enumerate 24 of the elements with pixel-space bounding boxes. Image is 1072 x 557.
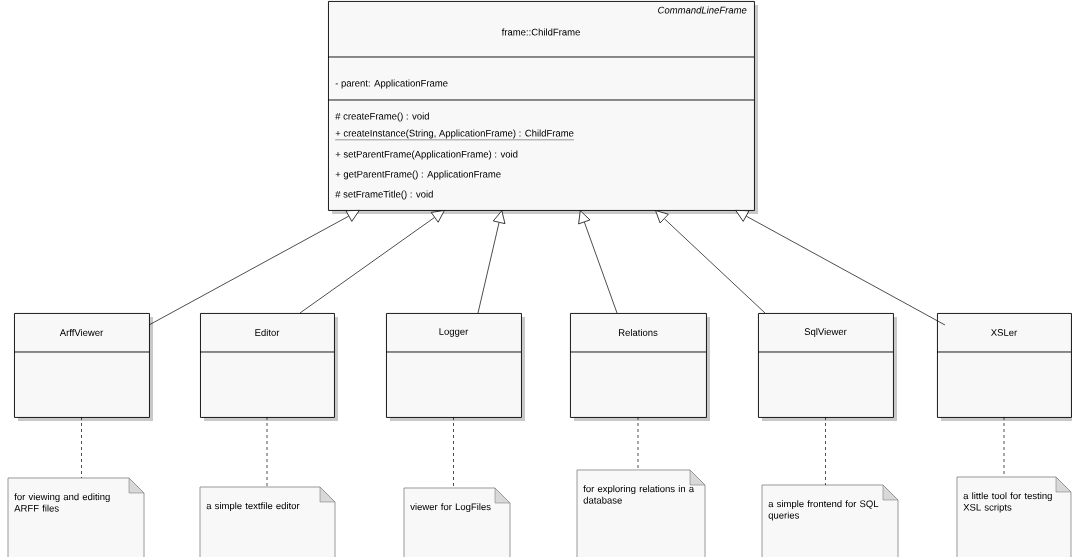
note-link	[825, 416, 826, 486]
generalization-arrow	[477, 210, 506, 314]
generalization-arrow	[578, 210, 618, 314]
class-box: Editor	[199, 313, 338, 421]
generalization-arrow	[655, 210, 766, 314]
note-link	[453, 416, 454, 489]
note-link	[266, 416, 268, 488]
class-box: ArffViewer	[13, 313, 153, 421]
class-box: Logger	[385, 313, 525, 421]
note: a little tool for testing XSL scripts	[956, 476, 1072, 557]
note: for exploring relations in a database	[576, 469, 706, 557]
note: viewer for LogFiles	[403, 487, 511, 557]
class-box: Relations	[569, 313, 710, 421]
note: for viewing and editing ARFF files	[7, 477, 145, 557]
class-box: SqlViewer	[757, 313, 897, 421]
generalization-arrow	[735, 210, 946, 326]
note: a simple frontend for SQL queries	[761, 484, 899, 557]
note: a simple textfile editor	[199, 486, 336, 557]
class-box: XSLer	[936, 313, 1072, 421]
note-link	[81, 416, 82, 479]
generalization-arrow	[148, 210, 360, 326]
generalization-arrow	[299, 210, 445, 314]
class-box: CommandLineFrame frame::ChildFrame - parent: ApplicationFrame # createFrame() : void + createInstance(String, ApplicationFrame) : ChildFrame + setParentFrame(ApplicationFrame) : void + getParentFrame() : ApplicationFrame # setFrameTitle() : void	[327, 1, 758, 214]
note-link	[637, 416, 639, 471]
